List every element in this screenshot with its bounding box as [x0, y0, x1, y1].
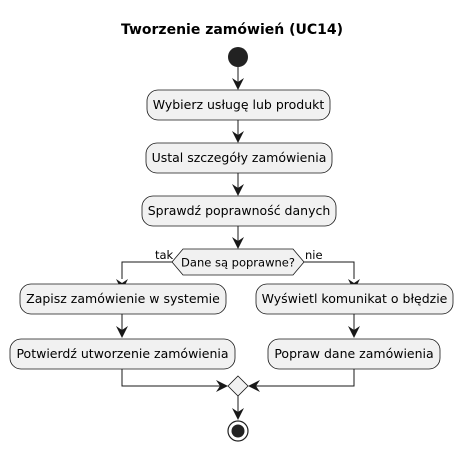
edge-no-merge: [255, 369, 355, 387]
action-show-error: Wyświetl komunikat o błędzie: [255, 283, 454, 315]
action-select-product-label: Wybierz usługę lub produkt: [153, 97, 325, 112]
merge-node: [227, 375, 249, 397]
edge-decision-no: [304, 261, 355, 279]
arrow-select-details: [232, 131, 244, 143]
arrow-error-fix: [348, 326, 360, 338]
arrow-yes-merge: [216, 380, 228, 392]
action-save-order-label: Zapisz zamówienie w systemie: [26, 291, 220, 306]
arrow-no-merge: [248, 380, 260, 392]
action-set-details-label: Ustal szczegóły zamówienia: [152, 150, 327, 165]
edge-decision-yes: [121, 261, 172, 279]
action-confirm-order-label: Potwierdź utworzenie zamówienia: [16, 346, 228, 361]
arrow-save-confirm: [116, 326, 128, 338]
action-select-product: Wybierz usługę lub produkt: [146, 89, 331, 121]
decision-data-valid: Dane są poprawne?: [171, 248, 305, 276]
arrow-validate-decision: [232, 237, 244, 249]
edge-yes-merge: [121, 369, 221, 387]
arrow-start-select: [232, 78, 244, 90]
end-node: [227, 420, 249, 442]
start-node: [228, 47, 248, 67]
diagram-title: Tworzenie zamówień (UC14): [121, 22, 343, 38]
arrow-details-validate: [232, 184, 244, 196]
action-validate-data-label: Sprawdź poprawność danych: [148, 203, 331, 218]
action-fix-order: Popraw dane zamówienia: [267, 338, 441, 370]
action-save-order: Zapisz zamówienie w systemie: [19, 283, 227, 315]
decision-question: Dane są poprawne?: [181, 256, 295, 270]
action-set-details: Ustal szczegóły zamówienia: [145, 142, 333, 174]
action-confirm-order: Potwierdź utworzenie zamówienia: [9, 338, 236, 370]
action-validate-data: Sprawdź poprawność danych: [141, 195, 337, 227]
branch-label-no: nie: [305, 248, 323, 262]
branch-label-yes: tak: [155, 248, 174, 262]
action-fix-order-label: Popraw dane zamówienia: [274, 346, 433, 361]
action-show-error-label: Wyświetl komunikat o błędzie: [262, 291, 448, 306]
arrow-merge-end: [232, 408, 244, 420]
